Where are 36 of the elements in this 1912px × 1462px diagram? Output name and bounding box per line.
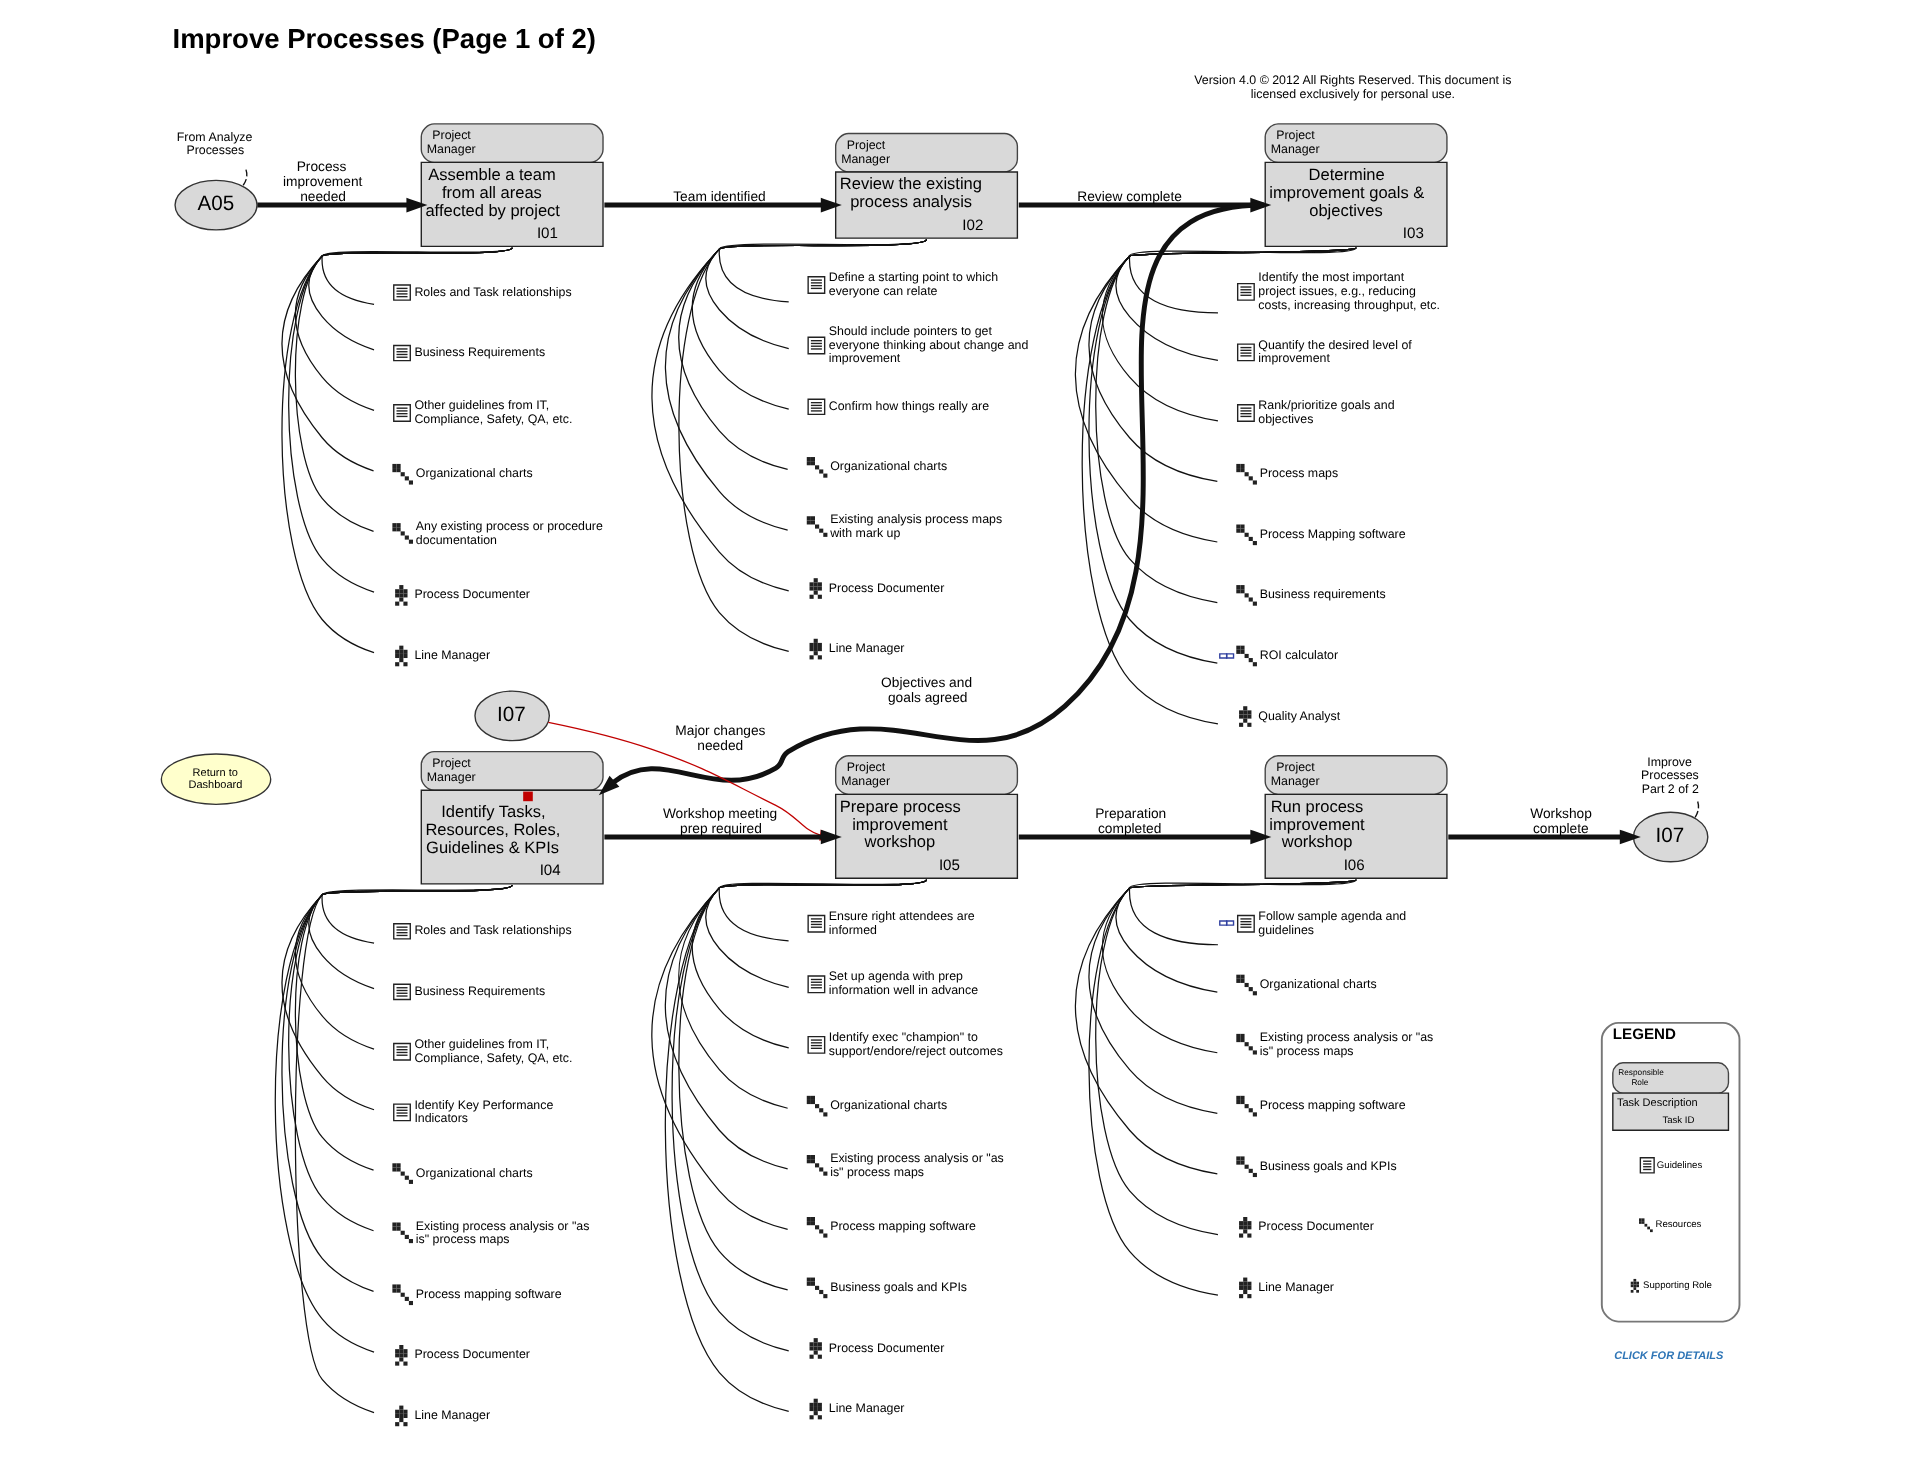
- connector: [1074, 247, 1357, 543]
- connector: [242, 168, 248, 187]
- connector: [1694, 800, 1700, 819]
- connector: [651, 879, 928, 1230]
- arrow: [598, 202, 1265, 796]
- connector: [1095, 879, 1357, 1236]
- connector: [281, 884, 513, 1292]
- connector: [288, 884, 513, 1232]
- node-ellipse: I07: [1632, 811, 1709, 863]
- arrow: [1448, 829, 1641, 845]
- connector: [1115, 879, 1357, 993]
- connector: [281, 247, 513, 654]
- arrow: [604, 197, 842, 213]
- connector: [1088, 879, 1357, 1296]
- connector: [321, 884, 513, 944]
- connector: [1101, 879, 1357, 1054]
- connector: [1129, 879, 1357, 946]
- node-ellipse: A05: [174, 179, 258, 231]
- connector: [1095, 247, 1357, 604]
- connector: [294, 884, 513, 1171]
- connector: [678, 879, 928, 1291]
- connector: [1129, 247, 1357, 314]
- connector: [1088, 247, 1357, 483]
- connector: [1074, 879, 1357, 1175]
- connector: [294, 884, 513, 1414]
- node-ellipse: I07: [474, 690, 550, 742]
- connector: [718, 879, 928, 942]
- connector: [274, 884, 513, 1353]
- arrow: [257, 197, 428, 213]
- connector: [678, 879, 928, 1109]
- diagram-title: Improve Processes (Page 1 of 2): [172, 24, 596, 55]
- connector: [678, 238, 928, 653]
- connector: [664, 879, 928, 1170]
- connector: [1115, 247, 1357, 361]
- arrow: [1018, 829, 1272, 845]
- connector: [1088, 879, 1357, 1114]
